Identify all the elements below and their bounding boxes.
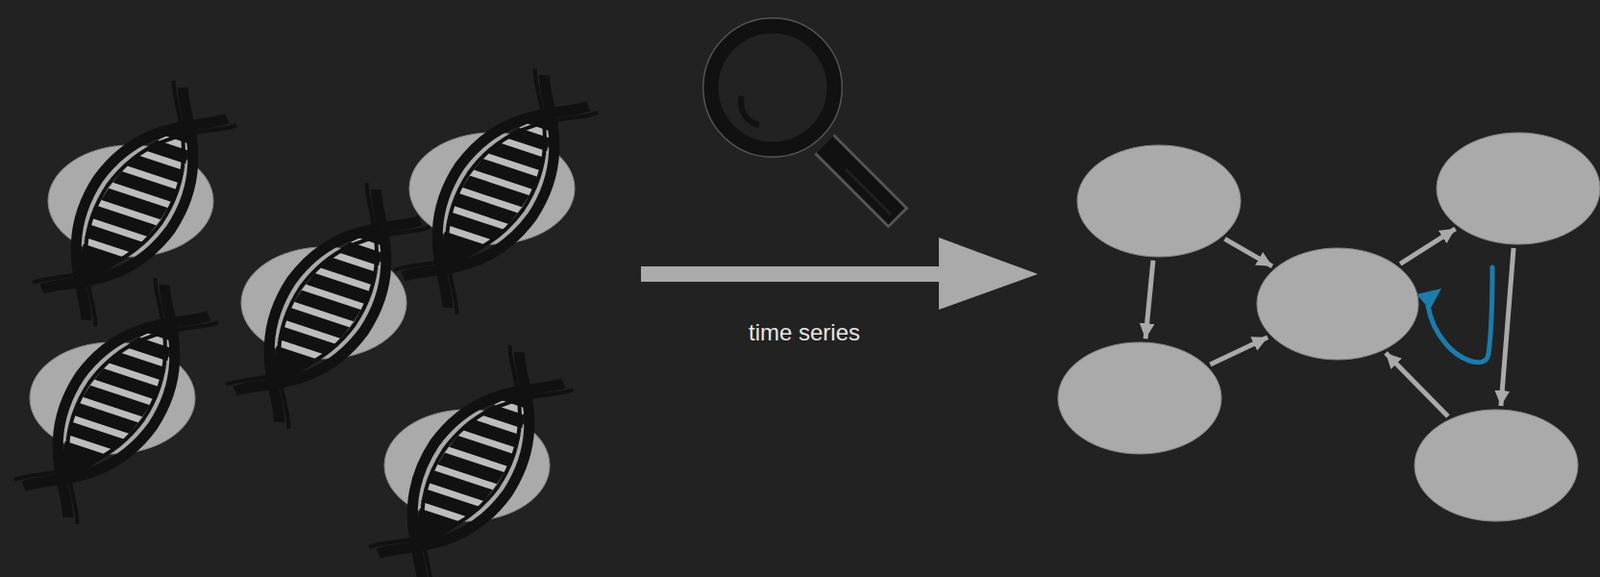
ellipse-node <box>1413 408 1579 522</box>
ellipse-node <box>1435 131 1600 246</box>
magnifier-icon <box>703 18 899 219</box>
arrow-connector <box>1501 247 1514 406</box>
arrow-connector <box>1224 238 1272 266</box>
ellipse-shape <box>1057 341 1223 455</box>
ellipse-node <box>1076 144 1242 258</box>
ellipse-shape <box>1435 131 1600 246</box>
arrow-connector <box>1145 260 1154 339</box>
cell-group <box>6 62 607 577</box>
process-arrow <box>640 237 1038 310</box>
ellipse-node <box>1255 246 1420 361</box>
ellipse-node <box>1057 341 1223 455</box>
arrow-caption: time series <box>708 319 901 346</box>
arrow-connector <box>1385 352 1449 417</box>
ellipse-shape <box>1413 408 1579 522</box>
arrow-connector <box>1400 228 1455 265</box>
arrow-connector <box>1209 337 1268 365</box>
ellipse-shape <box>1255 246 1420 361</box>
ellipse-shape <box>1076 144 1242 258</box>
